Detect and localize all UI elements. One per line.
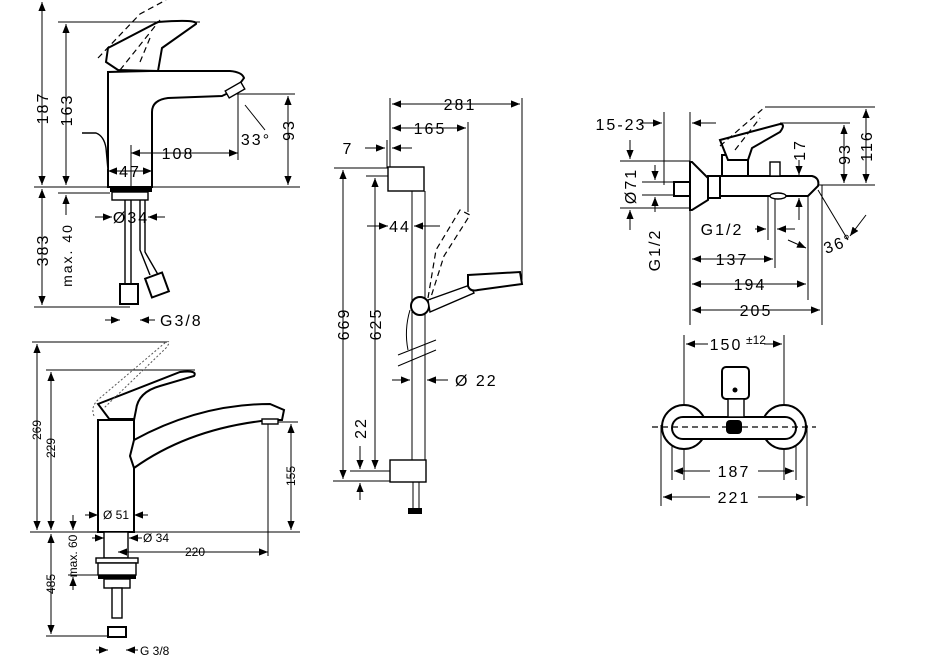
hose-connector [119, 283, 139, 305]
wall-connector [673, 181, 691, 197]
supply-hoses [124, 200, 161, 285]
cartridge-front [727, 398, 745, 418]
kitchen-mixer-view: 269 229 155 Ø 51 Ø 34 220 max. 60 485 G … [30, 341, 300, 658]
dim-label: 36° [822, 231, 856, 257]
kitchen-shank [103, 531, 129, 559]
bottom-wall-bracket [389, 459, 427, 483]
handle-front [721, 366, 750, 400]
dim-label: Ø71 [623, 168, 640, 204]
dim-label: 150 [710, 337, 743, 354]
dim-label: 625 [368, 308, 385, 341]
angle-arrow [849, 214, 867, 237]
dim-label: 137 [716, 252, 749, 269]
label-bg [710, 488, 758, 506]
dim-label: Ø 22 [455, 373, 498, 390]
angle-line [817, 189, 849, 241]
dim-label: G3/8 [160, 313, 203, 330]
kitchen-nut [103, 578, 131, 589]
slider [410, 296, 430, 316]
pipe-connector [107, 626, 127, 638]
dim-label: G1/2 [647, 229, 664, 272]
dim-label: 187 [35, 92, 52, 125]
dim-label: 165 [414, 121, 447, 138]
handle-open-position [92, 341, 170, 417]
supply-pipe [111, 587, 123, 619]
dim-label: 485 [44, 574, 58, 594]
handle-indicator [732, 387, 738, 393]
label-bg [708, 334, 764, 352]
dim-label: G1/2 [701, 222, 744, 239]
dim-label: max. 40 [59, 223, 75, 287]
dim-label: Ø 51 [103, 508, 129, 522]
basin-nut [111, 191, 149, 201]
break-mark [397, 339, 437, 356]
drain-lever [82, 132, 109, 171]
dim-label: max. 60 [66, 534, 80, 577]
bath-mixer-body [719, 175, 820, 197]
spout-outlet [769, 192, 787, 200]
hand-shower-tilted [427, 209, 471, 301]
aerator [224, 81, 246, 99]
top-wall-bracket [387, 166, 425, 192]
angle-arrow [787, 239, 807, 249]
dim-label: 187 [718, 464, 751, 481]
hose-connector [143, 271, 171, 299]
basin-mixer-view: 187 163 93 108 47 33° 383 max. 40 Ø34 G3… [34, 0, 300, 330]
dim-label: 221 [718, 490, 751, 507]
bath-mixer-front-view: 150 ±12 187 221 [652, 333, 816, 507]
kitchen-washer [95, 557, 139, 564]
kitchen-faucet-handle [96, 370, 196, 421]
hose-nut [408, 508, 422, 514]
shower-set-view: 281 165 7 44 669 625 Ø 22 22 [333, 97, 524, 514]
dim-label: 383 [35, 234, 52, 267]
handle-open-position [719, 106, 766, 151]
bath-mixer-handle [718, 122, 784, 161]
hand-shower-holder [427, 284, 475, 313]
label-bg [710, 462, 758, 480]
handle-base [110, 418, 134, 421]
dim-label: 15-23 [596, 117, 647, 134]
dim-label: G 3/8 [140, 644, 170, 658]
dim-label: 281 [444, 97, 477, 114]
dim-label: 17 [792, 139, 809, 161]
dim-label: 33° [241, 132, 271, 149]
dim-label: 220 [185, 545, 205, 559]
dim-label: Ø 34 [143, 531, 169, 545]
handle-open-position [97, 0, 167, 71]
dim-label: 194 [734, 277, 767, 294]
dim-label-tolerance: ±12 [746, 333, 766, 347]
dim-label: 155 [284, 466, 298, 486]
break-mark [397, 349, 437, 367]
dim-label: 229 [44, 438, 58, 458]
dim-label: Ø34 [113, 210, 149, 227]
angle-line [244, 104, 266, 131]
aerator [261, 418, 279, 425]
dim-label: 108 [162, 146, 195, 163]
kitchen-faucet-spout [128, 402, 286, 470]
wall-rosette [689, 161, 709, 211]
dim-label: 93 [281, 119, 298, 141]
dim-label: 205 [740, 303, 773, 320]
basin-faucet-handle [104, 19, 197, 73]
dim-label: 93 [837, 143, 854, 165]
dim-label: 163 [59, 94, 76, 127]
eccentric-nut [707, 175, 721, 199]
dim-label: 116 [859, 130, 876, 162]
hand-shower [467, 270, 524, 292]
bath-mixer-side-view: 15-23 Ø71 G1/2 G1/2 17 93 116 137 194 20… [596, 106, 876, 325]
dim-label: 22 [353, 417, 370, 439]
dim-label: 269 [30, 420, 44, 440]
dim-label: 44 [389, 219, 411, 236]
diverter-knob [769, 161, 781, 177]
kitchen-plate [97, 562, 137, 576]
kitchen-gasket [98, 575, 136, 579]
dim-label: 47 [119, 164, 141, 181]
hose [405, 309, 411, 351]
dim-label: 7 [343, 141, 354, 158]
dim-label: 669 [336, 308, 353, 341]
